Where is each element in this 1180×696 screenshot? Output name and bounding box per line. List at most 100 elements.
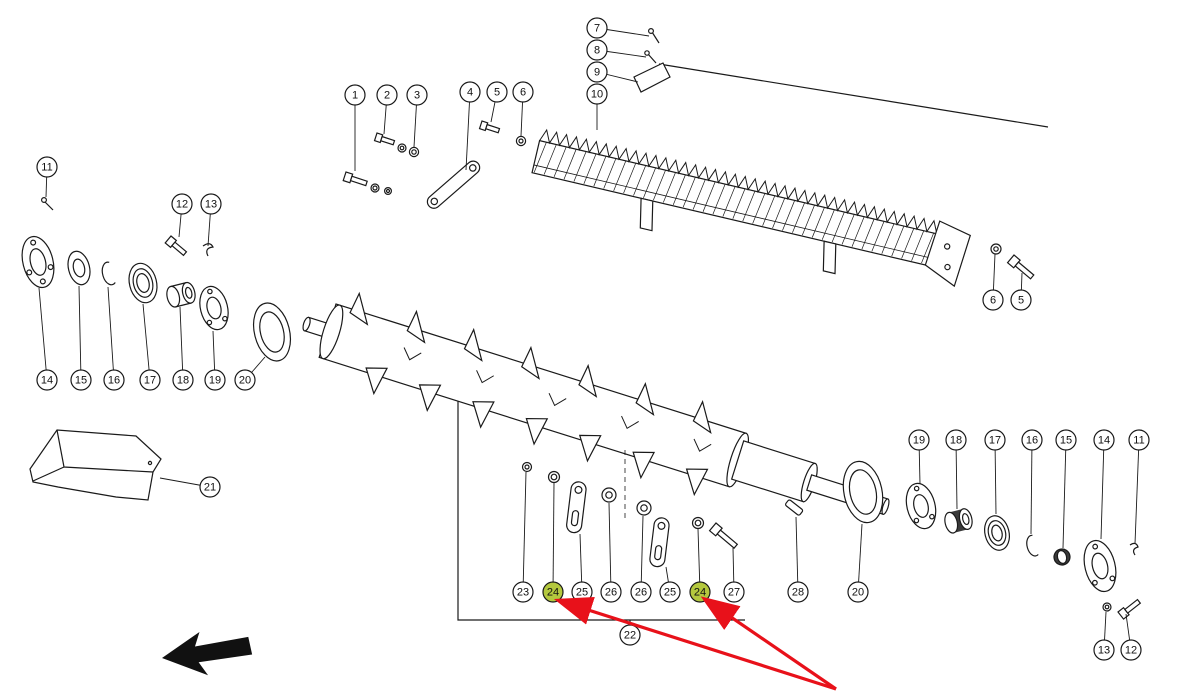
callout-12[interactable]: 12 [1120, 613, 1142, 661]
callout-label: 8 [594, 45, 600, 57]
callout-label: 7 [594, 23, 600, 35]
drum-mount-hardware [521, 450, 884, 568]
callout-3[interactable]: 3 [406, 84, 428, 148]
callout-20[interactable]: 20 [847, 523, 869, 603]
callout-16[interactable]: 16 [1021, 429, 1043, 535]
callout-label: 17 [144, 375, 156, 387]
callout-label: 25 [664, 587, 676, 599]
callout-label: 15 [1060, 435, 1072, 447]
callout-label: 20 [239, 375, 251, 387]
callout-23[interactable]: 23 [512, 471, 534, 603]
callout-15[interactable]: 15 [70, 285, 92, 391]
callout-7[interactable]: 7 [586, 17, 650, 39]
callout-16[interactable]: 16 [103, 286, 125, 391]
callout-10[interactable]: 10 [586, 83, 608, 130]
flange-housing [1083, 539, 1117, 593]
fastener-set-left [40, 197, 214, 257]
callout-label: 13 [205, 199, 217, 211]
callout-1[interactable]: 1 [344, 84, 366, 171]
callout-22[interactable]: 22 [619, 621, 641, 646]
callout-14[interactable]: 14 [36, 287, 58, 391]
callout-label: 2 [384, 90, 390, 102]
bolt-icon [478, 120, 501, 134]
callout-27[interactable]: 27 [723, 547, 745, 603]
callout-17[interactable]: 17 [984, 429, 1006, 515]
callout-11[interactable]: 11 [1128, 429, 1150, 545]
callout-14[interactable]: 14 [1093, 429, 1115, 540]
callout-label: 26 [635, 587, 647, 599]
bolt-icon [342, 171, 368, 187]
callout-25[interactable]: 25 [659, 566, 681, 603]
right-bearing-assembly [905, 482, 1142, 620]
callout-label: 12 [1125, 645, 1137, 657]
circlip [1026, 534, 1039, 557]
callout-6[interactable]: 6 [982, 253, 1004, 311]
selection-arrow-2 [700, 596, 837, 691]
callout-13[interactable]: 13 [200, 193, 222, 247]
callout-label: 15 [75, 375, 87, 387]
callout-label: 12 [176, 199, 188, 211]
callout-8[interactable]: 8 [586, 39, 647, 61]
callout-label: 26 [605, 587, 617, 599]
callout-label: 14 [1098, 435, 1110, 447]
callout-6[interactable]: 6 [512, 81, 534, 137]
callout-28[interactable]: 28 [787, 516, 809, 603]
callout-label: 19 [209, 375, 221, 387]
callout-4[interactable]: 4 [459, 81, 481, 171]
callout-label: 17 [989, 435, 1001, 447]
callout-5[interactable]: 5 [1010, 272, 1032, 311]
callout-label: 18 [177, 375, 189, 387]
callout-label: 18 [950, 435, 962, 447]
callout-17[interactable]: 17 [139, 303, 161, 391]
callout-label: 6 [990, 295, 996, 307]
callout-11[interactable]: 11 [36, 156, 58, 198]
bearing [128, 262, 158, 304]
callout-label: 4 [467, 87, 473, 99]
callout-19[interactable]: 19 [204, 330, 226, 391]
callout-13[interactable]: 13 [1093, 611, 1115, 661]
callout-label: 3 [414, 90, 420, 102]
callout-19[interactable]: 19 [908, 429, 930, 485]
callout-26[interactable]: 26 [600, 502, 622, 603]
callout-label: 24 [694, 587, 706, 599]
callout-label: 11 [41, 162, 52, 174]
callout-label: 21 [204, 482, 216, 494]
callout-label: 6 [520, 87, 526, 99]
callout-12[interactable]: 12 [171, 193, 193, 238]
bearing [67, 250, 91, 286]
fastener-set-bar-right [990, 243, 1035, 280]
circlip [101, 261, 116, 286]
callout-18[interactable]: 18 [172, 306, 194, 391]
callout-label: 22 [624, 630, 636, 642]
callout-20[interactable]: 20 [234, 356, 266, 391]
hood-guard [29, 429, 162, 501]
callout-label: 28 [792, 587, 804, 599]
bolt-icon [164, 235, 188, 257]
control-rod [633, 28, 1049, 128]
callout-21[interactable]: 21 [159, 476, 221, 498]
callout-9[interactable]: 9 [586, 61, 639, 83]
selection-arrow-1 [553, 597, 837, 691]
callout-18[interactable]: 18 [945, 429, 967, 510]
callout-24[interactable]: 24 [542, 482, 564, 603]
callout-25[interactable]: 25 [571, 533, 593, 603]
bolt-icon [708, 522, 739, 549]
bolt-icon [1117, 598, 1142, 620]
callout-label: 10 [591, 89, 603, 101]
callout-label: 16 [1026, 435, 1038, 447]
callout-label: 11 [1133, 435, 1144, 447]
bushing [166, 281, 196, 308]
callout-2[interactable]: 2 [376, 84, 398, 135]
callout-15[interactable]: 15 [1055, 429, 1077, 549]
drum-spikes [349, 291, 712, 497]
bolt-icon [1006, 254, 1035, 280]
callout-label: 24 [547, 587, 559, 599]
callout-5[interactable]: 5 [486, 81, 508, 123]
callout-label: 27 [728, 587, 740, 599]
callout-26[interactable]: 26 [630, 515, 652, 603]
callout-label: 5 [494, 87, 500, 99]
flange [905, 482, 937, 530]
callout-24[interactable]: 24 [689, 528, 711, 603]
